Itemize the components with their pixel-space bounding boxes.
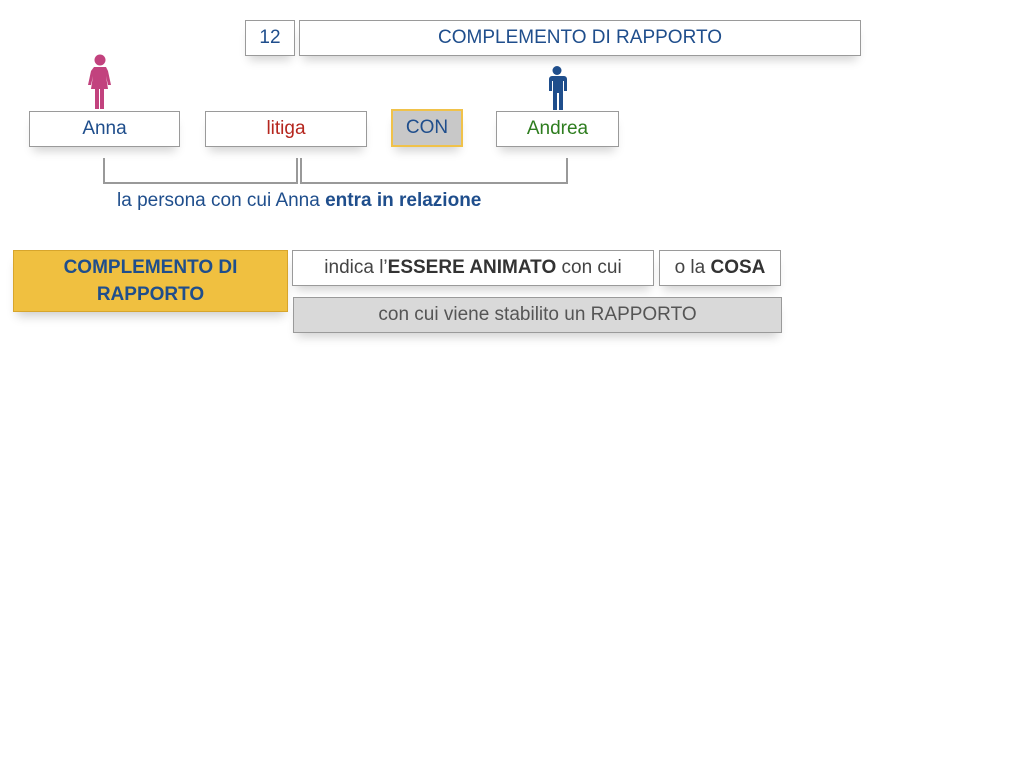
- caption-text: la persona con cui Anna: [117, 190, 326, 211]
- preposition-box: CON: [391, 109, 463, 147]
- relation-bracket: [103, 158, 568, 184]
- verb-word-box: litiga: [205, 111, 367, 147]
- def2-bold: COSA: [710, 257, 766, 278]
- subject-word-box: Anna: [29, 111, 180, 147]
- relation-caption: la persona con cui Anna entra in relazio…: [117, 190, 481, 212]
- complement-word-box: Andrea: [496, 111, 619, 147]
- female-person-icon: [88, 54, 111, 109]
- definition-line-2: o la COSA: [659, 250, 781, 286]
- definition-line-3: con cui viene stabilito un RAPPORTO: [293, 297, 782, 333]
- male-person-icon: [549, 66, 567, 110]
- def2-prefix: o la: [674, 257, 711, 278]
- def1-bold: ESSERE ANIMATO: [387, 257, 557, 278]
- definition-line-1: indica l’ESSERE ANIMATO con cui: [292, 250, 654, 286]
- def1-suffix: con cui: [556, 257, 622, 278]
- slide-title: COMPLEMENTO DI RAPPORTO: [299, 20, 861, 56]
- slide-number: 12: [245, 20, 295, 56]
- caption-bold-text: entra in relazione: [325, 190, 482, 211]
- def1-prefix: indica l’: [324, 257, 388, 278]
- definition-label: COMPLEMENTO DI RAPPORTO: [13, 250, 288, 312]
